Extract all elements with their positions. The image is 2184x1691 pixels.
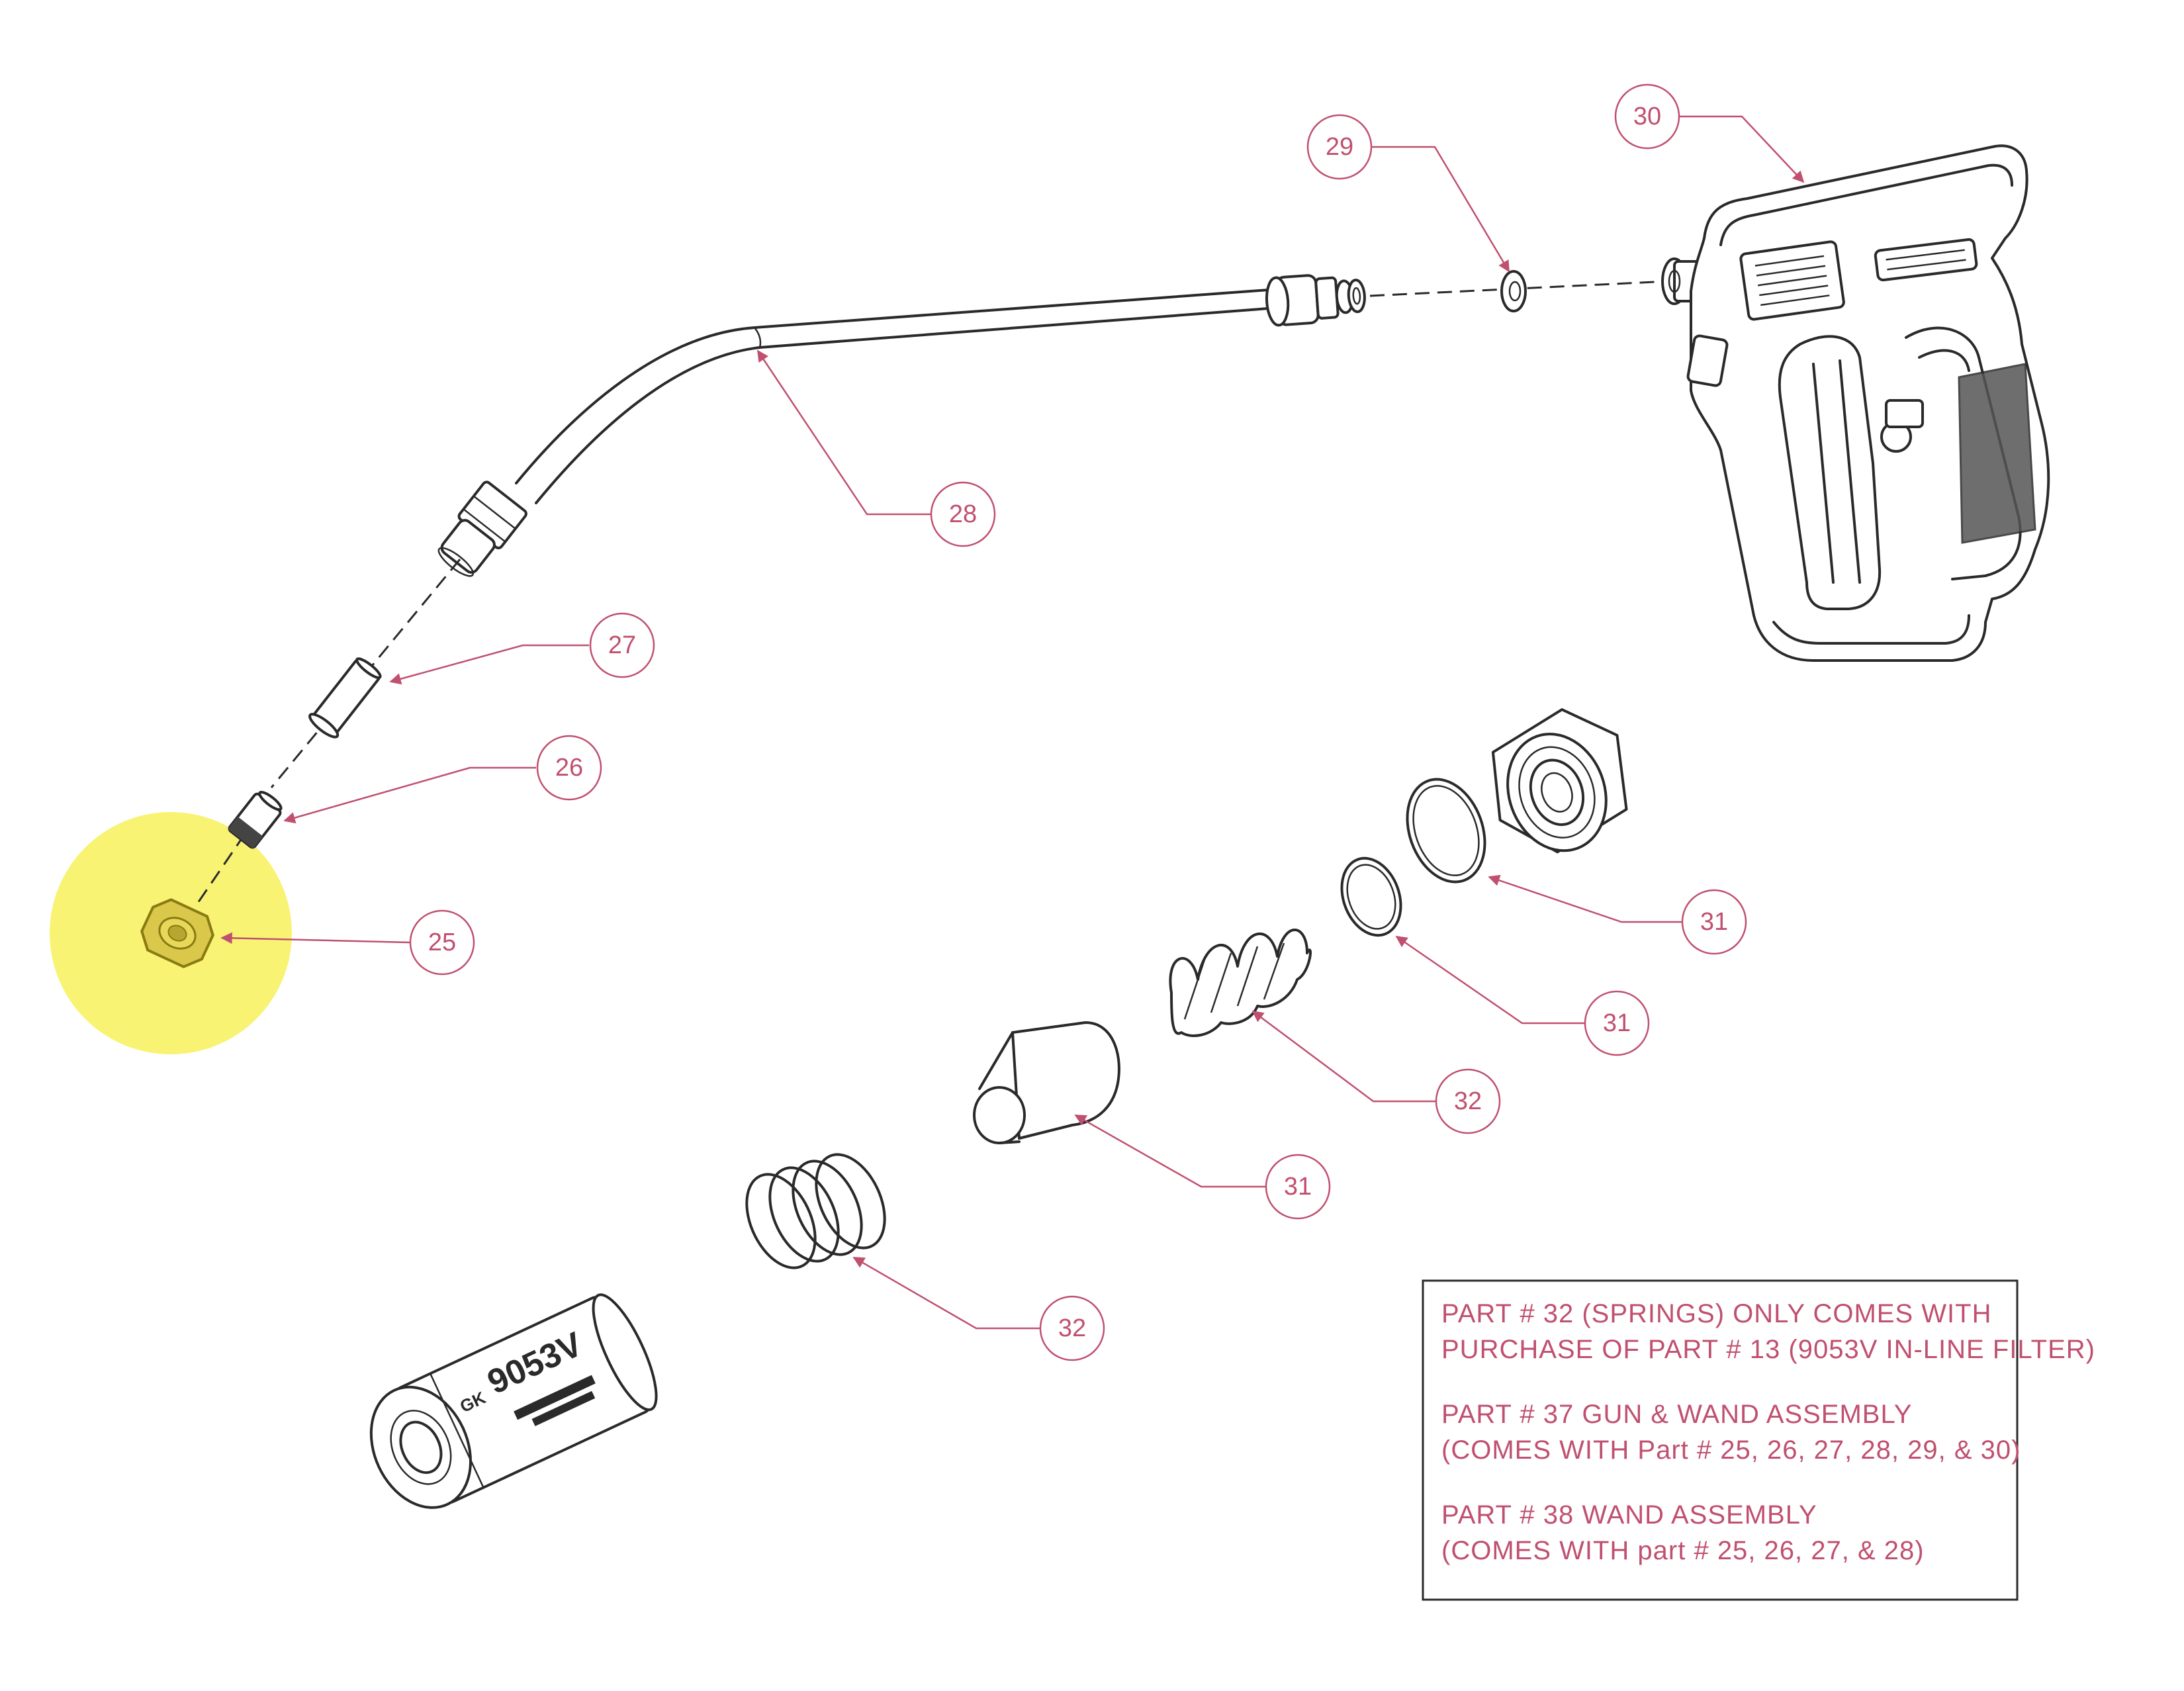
callout-31-oring-small[interactable]: 31 [1395,935,1650,1056]
filter-fineprint-2 [531,1391,596,1426]
note-line-5: PART # 38 WAND ASSEMBLY [1441,1500,1817,1530]
callout-28[interactable]: 28 [756,349,996,547]
part-26-nozzle-tip[interactable] [228,788,285,849]
callout-31-poppet[interactable]: 31 [1074,1114,1331,1220]
part-13-inline-filter[interactable]: 9053V GK [352,1287,668,1524]
callout-30[interactable]: 30 [1614,83,1805,183]
note-line-2: PURCHASE OF PART # 13 (9053V IN-LINE FIL… [1441,1335,2095,1364]
callout-26[interactable]: 26 [283,735,602,824]
part-27-sleeve[interactable] [307,655,385,741]
callout-27-label: 27 [608,631,636,659]
callout-27[interactable]: 27 [389,612,655,685]
callout-26-label: 26 [555,754,583,782]
note-line-4: (COMES WITH Part # 25, 26, 27, 28, 29, &… [1441,1436,2021,1465]
part-32-spring-small[interactable] [1169,929,1312,1037]
part-32-spring-large[interactable] [733,1144,899,1279]
filter-fineprint [514,1375,596,1420]
part-25-nut[interactable] [136,894,219,972]
callout-31-oring-large[interactable]: 31 [1488,874,1747,955]
note-line-1: PART # 32 (SPRINGS) ONLY COMES WITH [1441,1299,1991,1328]
callout-30-label: 30 [1633,103,1661,130]
note-line-3: PART # 37 GUN & WAND ASSEMBLY [1441,1400,1912,1429]
part-31-hex-fitting[interactable] [1472,695,1649,870]
callout-31-poppet-label: 31 [1284,1173,1312,1201]
callout-25-label: 25 [428,929,456,956]
centerline-tip-nut [194,833,246,907]
callout-31-oring-large-label: 31 [1700,908,1728,936]
notes-box: PART # 32 (SPRINGS) ONLY COMES WITH PURC… [1422,1279,2095,1601]
part-31-poppet[interactable] [973,1021,1120,1144]
grip-texture [1958,363,2036,544]
note-line-6: (COMES WITH part # 25, 26, 27, & 28) [1441,1536,1925,1565]
part-29-oring[interactable] [1500,270,1527,312]
callout-29[interactable]: 29 [1306,114,1510,273]
callout-32-spring-small-label: 32 [1454,1087,1482,1115]
callout-28-label: 28 [949,500,977,528]
callout-32-spring-large[interactable]: 32 [852,1256,1105,1361]
callout-32-spring-large-label: 32 [1058,1314,1086,1342]
part-31-oring-small[interactable] [1332,850,1411,943]
callout-32-spring-small[interactable]: 32 [1251,1010,1501,1134]
part-28-wand[interactable] [431,271,1366,583]
callout-29-label: 29 [1326,133,1353,161]
part-31-oring-large[interactable] [1394,768,1498,893]
callout-31-oring-small-label: 31 [1603,1009,1631,1037]
part-30-spray-gun[interactable] [1661,144,2050,662]
callout-25[interactable]: 25 [220,909,475,976]
